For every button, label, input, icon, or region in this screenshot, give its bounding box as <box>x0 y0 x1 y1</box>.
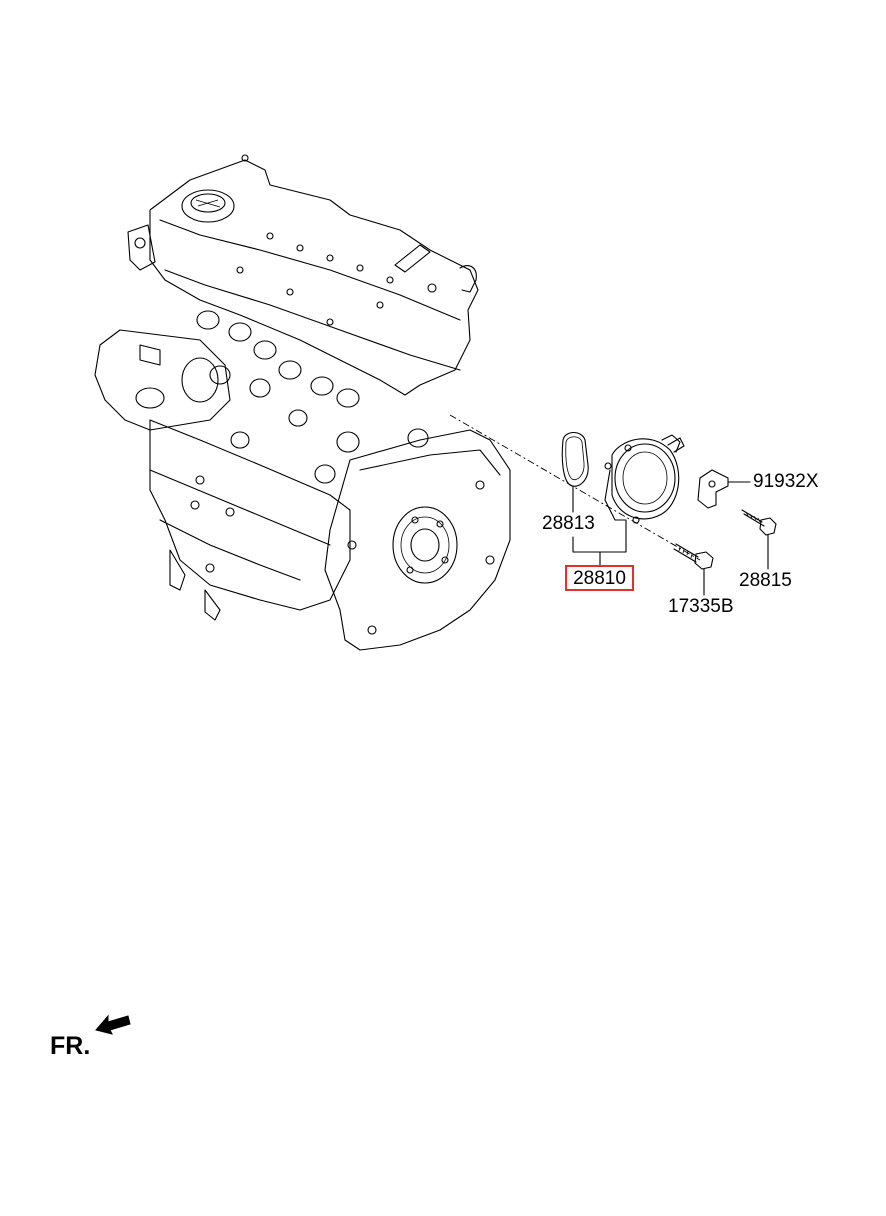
bracket-91932x <box>697 469 729 509</box>
label-28813: 28813 <box>542 513 595 534</box>
front-arrow-icon <box>95 1014 131 1035</box>
bolt-28815 <box>741 509 777 536</box>
flexplate <box>392 506 458 584</box>
bolt-17335b <box>673 543 714 570</box>
front-indicator: FR. <box>50 1032 91 1060</box>
label-91932x: 91932X <box>753 471 819 492</box>
engine-assembly <box>94 154 511 651</box>
label-17335b: 17335B <box>668 596 734 617</box>
vacuum-pump-assy <box>604 434 685 524</box>
label-28810-highlighted[interactable]: 28810 <box>565 565 634 591</box>
label-28815: 28815 <box>739 570 792 591</box>
leader-lines <box>572 481 769 596</box>
gasket-28813 <box>561 431 589 487</box>
assembly-axis-line <box>449 414 701 561</box>
